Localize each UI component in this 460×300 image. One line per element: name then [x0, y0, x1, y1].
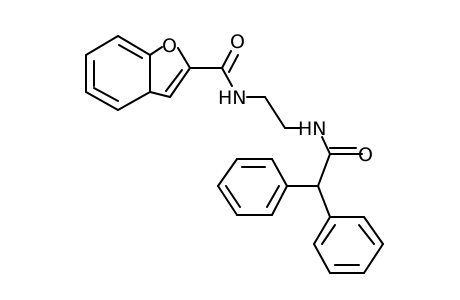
phenyl-ring-left — [217, 158, 319, 216]
bond — [271, 185, 288, 216]
bond — [177, 47, 191, 69]
bond — [363, 243, 384, 274]
double-bond-inner — [165, 69, 183, 92]
carbonyl-double-bond — [221, 50, 232, 69]
double-bond-inner — [266, 185, 280, 208]
bond — [85, 35, 119, 56]
bond — [317, 153, 331, 187]
double-bond-inner — [118, 44, 143, 59]
double-bond-inner — [93, 87, 119, 102]
bond — [363, 216, 384, 245]
benzofuran-group: O — [85, 35, 191, 111]
bond — [313, 216, 331, 245]
bond — [313, 243, 331, 274]
bond — [317, 185, 331, 218]
ethylene-linker — [246, 96, 301, 129]
bond — [221, 67, 233, 87]
double-bond-inner — [358, 224, 375, 245]
bond — [264, 96, 286, 129]
bond — [217, 158, 238, 187]
bond — [217, 185, 238, 216]
amide-group-1: O HN — [189, 31, 247, 109]
bond — [271, 158, 288, 187]
amide-nitrogen-label-1: HN — [218, 87, 247, 109]
bond — [169, 67, 191, 98]
double-bond-inner — [321, 224, 336, 245]
bond — [117, 91, 151, 111]
furan-oxygen-label: O — [162, 35, 177, 57]
amide-group-2: HN O — [298, 118, 373, 187]
amide-nitrogen-label-2: HN — [298, 118, 327, 140]
double-bond-inner — [225, 185, 241, 208]
bond — [149, 46, 163, 56]
carbonyl-oxygen-label-2: O — [358, 144, 373, 166]
bond — [85, 91, 119, 111]
carbonyl-oxygen-label-1: O — [230, 31, 245, 53]
bond — [117, 35, 151, 56]
phenyl-ring-bottom — [313, 185, 384, 274]
carbonyl-double-bond — [228, 54, 239, 73]
bond — [149, 91, 171, 98]
bond — [321, 136, 331, 155]
